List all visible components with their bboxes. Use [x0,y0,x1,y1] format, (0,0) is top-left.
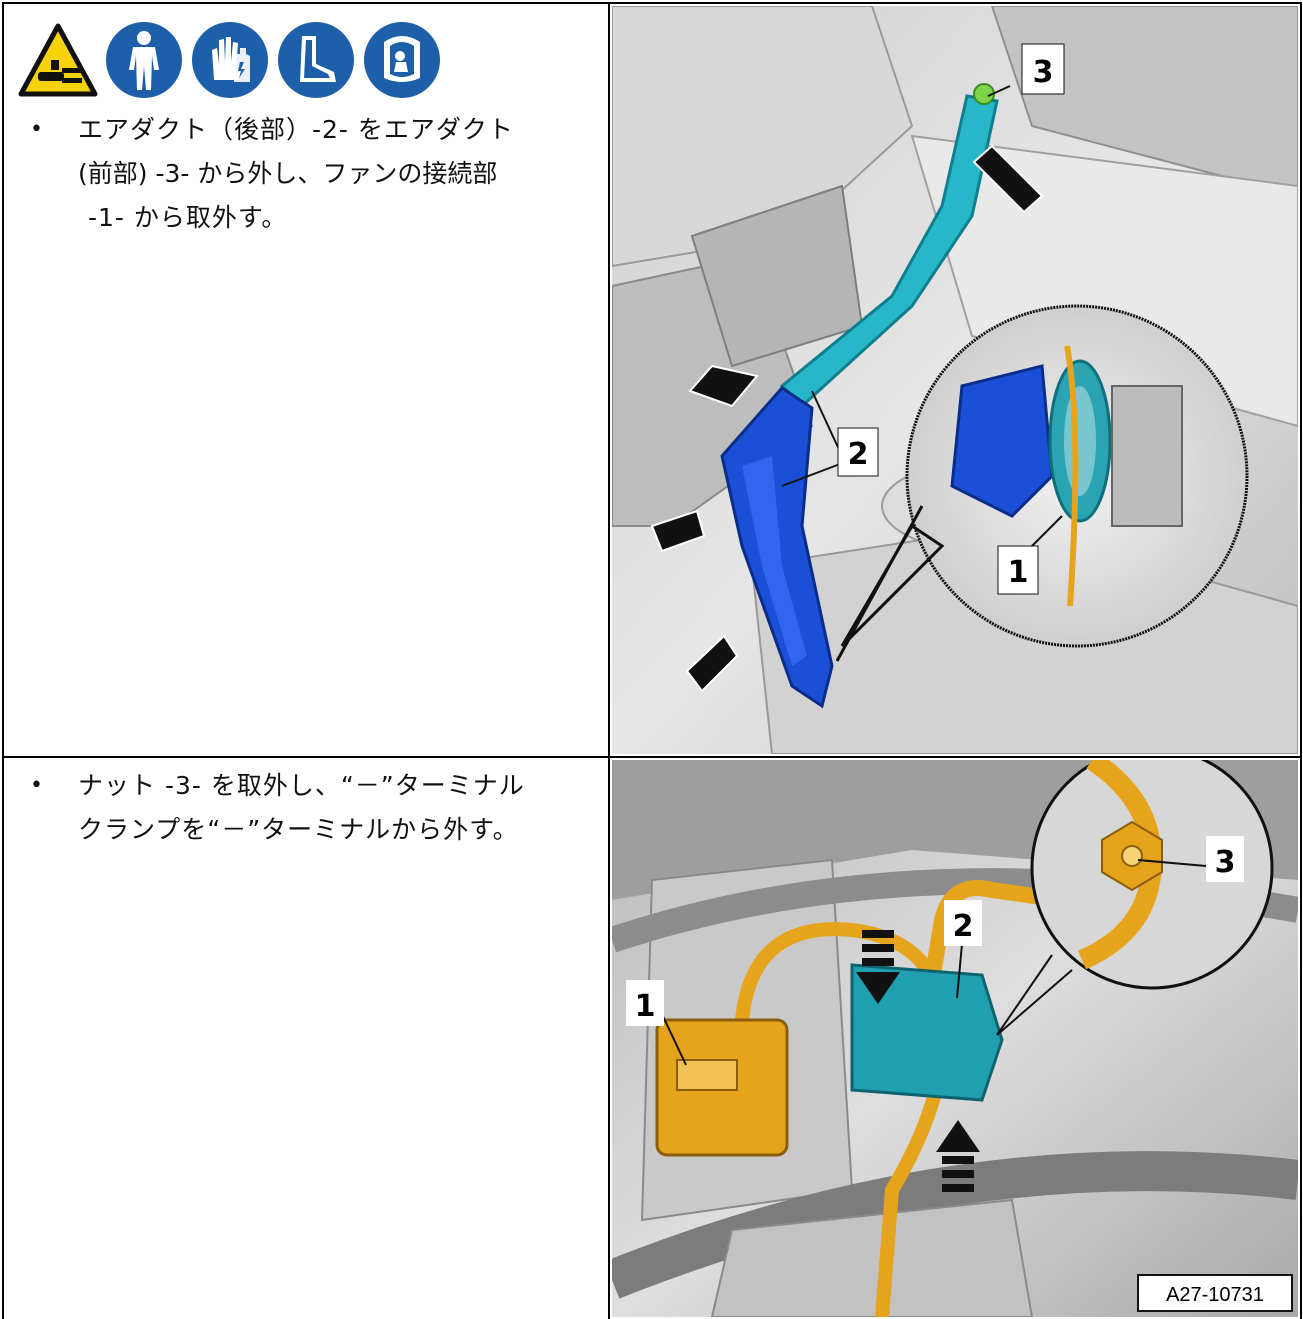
callout-2-label: 2 [953,909,974,944]
protective-suit-icon [106,22,182,98]
callout-1: 1 [626,980,664,1026]
arrow-marker [972,144,1044,214]
figure-reference-text: A27-10731 [1166,1284,1264,1306]
step1-line2: (前部) -3- から外し、ファンの接続部 [78,159,498,188]
step1-line3: -1- から取外す。 [88,203,288,232]
step2-line1: ナット -3- を取外し、“－”ターミナル [78,771,525,800]
figure-ground-terminal-removal: 1 2 3 A27-10731 [612,760,1298,1317]
table-border-top [2,2,1302,4]
callout-1: 1 [997,545,1039,595]
step2-text: • ナット -3- を取外し、“－”ターミナル クランプを“－”ターミナルから外… [30,764,590,852]
table-border-left [2,2,4,1319]
bullet-marker: • [30,773,44,798]
figure-air-duct-removal: 3 2 1 [612,6,1298,754]
callout-3-label: 3 [1033,55,1054,90]
callout-3: 3 [1021,43,1065,95]
bullet-marker: • [30,117,44,142]
press-arrow-bottom [936,1120,980,1192]
step1-text: • エアダクト（後部）-2- をエアダクト (前部) -3- から外し、ファンの… [30,108,590,240]
figure-reference-label: A27-10731 [1137,1274,1293,1312]
hand-crush-warning-icon [18,23,98,97]
table-row-divider [2,756,1302,758]
protective-gloves-icon [192,22,268,98]
table-border-right [1300,2,1302,1319]
table-border-middle [608,2,610,1319]
press-arrow-top [856,930,900,1004]
callout-3: 3 [1206,836,1244,882]
safety-icons-row [18,20,442,100]
safety-boots-icon [278,22,354,98]
callout-1-label: 1 [1008,555,1029,590]
step2-line2: クランプを“－”ターミナルから外す。 [78,815,519,844]
step1-line1: エアダクト（後部）-2- をエアダクト [78,115,514,144]
callout-2-label: 2 [848,437,869,472]
callout-1-label: 1 [635,989,656,1024]
callout-2: 2 [837,427,879,477]
face-shield-icon [364,22,440,98]
callout-3-label: 3 [1215,845,1236,880]
callout-2: 2 [944,900,982,946]
